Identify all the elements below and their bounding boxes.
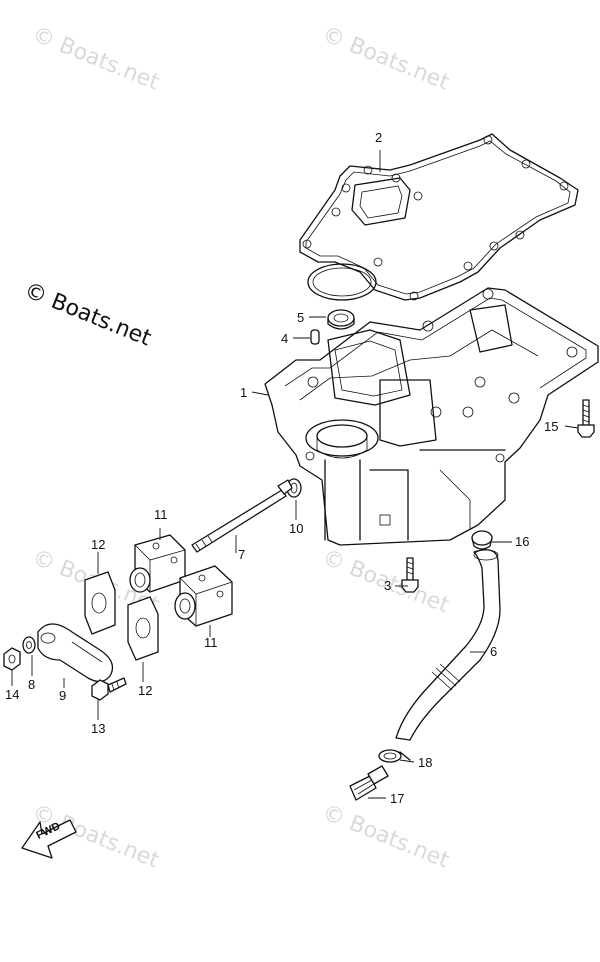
fwd-arrow bbox=[21, 819, 77, 859]
callout-4: 4 bbox=[281, 331, 289, 346]
callout-16: 16 bbox=[515, 534, 530, 549]
callout-5: 5 bbox=[297, 310, 305, 325]
callout-11-upper: 11 bbox=[154, 507, 168, 522]
part-8-washer bbox=[22, 636, 36, 654]
part-17-fitting bbox=[349, 765, 389, 801]
callout-1: 1 bbox=[240, 385, 248, 400]
part-15-bolt bbox=[577, 399, 595, 438]
callout-9: 9 bbox=[59, 688, 67, 703]
callout-6: 6 bbox=[490, 644, 498, 659]
callout-3: 3 bbox=[384, 578, 392, 593]
callout-17: 17 bbox=[390, 791, 405, 806]
part-12-gasket-lower bbox=[127, 596, 159, 661]
callout-13: 13 bbox=[91, 721, 106, 736]
part-3-bolt bbox=[401, 557, 419, 593]
part-14-nut bbox=[3, 647, 21, 671]
part-11-block-upper bbox=[129, 534, 186, 593]
callout-11-lower: 11 bbox=[204, 635, 218, 650]
callout-7: 7 bbox=[238, 547, 246, 562]
callout-12-upper: 12 bbox=[91, 537, 106, 552]
part-7-stud bbox=[191, 479, 293, 553]
part-18-clip bbox=[378, 749, 411, 763]
callout-15: 15 bbox=[544, 419, 559, 434]
leader-lines bbox=[11, 150, 579, 799]
part-6-hose bbox=[395, 549, 501, 741]
part-5-seal bbox=[327, 309, 355, 330]
part-16-plug bbox=[471, 530, 493, 550]
callout-2: 2 bbox=[375, 130, 383, 145]
part-9-cover bbox=[37, 623, 114, 683]
part-11-block-lower bbox=[174, 565, 233, 627]
callout-8: 8 bbox=[28, 677, 36, 692]
part-12-gasket-upper bbox=[84, 571, 116, 635]
part-13-bolt bbox=[91, 677, 127, 701]
callout-14: 14 bbox=[5, 687, 20, 702]
part-1-case bbox=[264, 287, 599, 546]
part-2-gasket bbox=[299, 133, 579, 301]
part-4-dowel-pin bbox=[310, 329, 320, 345]
callout-10: 10 bbox=[289, 521, 304, 536]
callout-18: 18 bbox=[418, 755, 433, 770]
callout-12-lower: 12 bbox=[138, 683, 153, 698]
